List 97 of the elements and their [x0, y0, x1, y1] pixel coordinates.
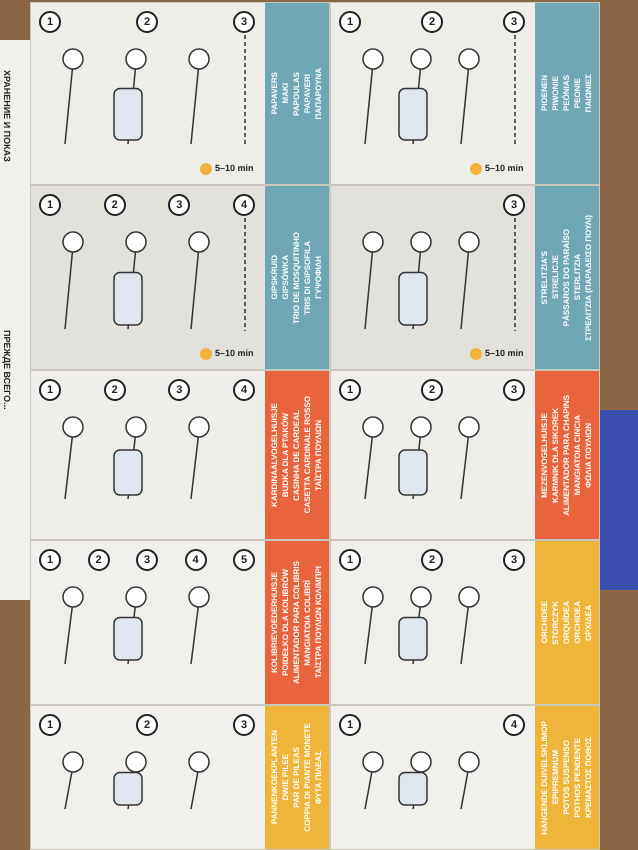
- plant-name: EPIPREMNUM: [551, 750, 561, 805]
- plant-name: ALIMENTADOR PARA CHAPINS: [562, 394, 572, 516]
- sheet-heading: ПРЕЖДЕ ВСЕГО...: [2, 330, 12, 410]
- step-number: 2: [421, 549, 443, 571]
- plant-name: ORCHIDEA: [573, 601, 583, 644]
- plant-name: STORCZYK: [551, 600, 561, 644]
- step-number: 3: [503, 11, 525, 33]
- plant-name: TRIO DE MOSQUITINHO: [292, 232, 302, 324]
- step-number: 5: [233, 549, 255, 571]
- step-number: 3: [168, 379, 190, 401]
- step-number: 2: [104, 194, 126, 216]
- instruction-panel: [30, 540, 330, 705]
- plant-name: TRIS DI GIPSOFILA: [303, 240, 313, 314]
- plant-name: PAR DE PILEAS: [292, 747, 302, 808]
- plant-name: PEONIE: [573, 78, 583, 109]
- plant-name: COPPIA DI PIANTE MONETE: [303, 723, 313, 832]
- plant-name: PANNENKOEKPLANTEN: [270, 730, 280, 825]
- instruction-panel: [30, 705, 330, 850]
- step-number: 2: [136, 11, 158, 33]
- plant-name: GIPSÓWKA: [281, 255, 291, 300]
- instruction-panel: [330, 705, 600, 850]
- plant-name: STRELITZIA'S: [540, 250, 550, 304]
- plant-name: KARMNIK DLA SIKOREK: [551, 408, 561, 502]
- plant-name: ΟΡΧΙΔΕΑ: [584, 604, 594, 640]
- plant-name: ΚΡΕΜΑΣΤΟΣ ΠΟΘΟΣ: [584, 737, 594, 818]
- step-number: 2: [421, 379, 443, 401]
- plant-name: ΣΤΡΕΛΙΤΖΙΑ (ΠΑΡΑΔΕΙΣΟ ΠΟΥΛΙ): [584, 214, 594, 340]
- step-number: 1: [339, 549, 361, 571]
- plant-name: HANGENDE DUIVELSKLIMOP: [540, 720, 550, 834]
- sheet-heading: ХРАНЕНИЕ И ПОКАЗ: [2, 70, 12, 162]
- plant-name: MAKI: [281, 83, 291, 104]
- plant-name: GIPSKRUID: [270, 255, 280, 300]
- plant-name: PEÓNIAS: [562, 75, 572, 112]
- plant-name: ΦΥΤΑ ΠΙΛΕΑΣ: [314, 750, 324, 804]
- step-number: 4: [233, 379, 255, 401]
- step-number: 1: [39, 379, 61, 401]
- step-number: 4: [184, 549, 206, 571]
- step-number: 4: [503, 714, 525, 736]
- plant-name: DWIE PILEE: [281, 754, 291, 801]
- instruction-panel: [330, 370, 600, 540]
- instruction-panel: [330, 540, 600, 705]
- plant-name: MEZENVOGELHUISJE: [540, 412, 550, 498]
- plant-name: POIDEŁKO DLA KOLIBRÓW: [281, 569, 291, 676]
- step-number: 3: [503, 549, 525, 571]
- time-label: 5–10 min: [485, 163, 524, 173]
- plant-name: MANGIATOIA CINCIA: [573, 414, 583, 496]
- step-number: 1: [39, 11, 61, 33]
- plant-name: ΠΑΠΑΡΟΥΝΑ: [314, 68, 324, 120]
- plant-name: PAPOULAS: [292, 72, 302, 116]
- plant-name: PÁSSAROS DO PARAÍSO: [562, 228, 572, 326]
- step-number: 1: [339, 11, 361, 33]
- time-label: 5–10 min: [215, 163, 254, 173]
- plant-name: ALIMENTADOR PARA COLIBRIS: [292, 561, 302, 684]
- instruction-panel: [30, 185, 330, 370]
- plant-name: CASETTA CARDINALE ROSSO: [303, 396, 313, 514]
- plant-name: KOLIBRIEVOEDERHUISJE: [270, 572, 280, 673]
- plant-name: STERLITZIA: [573, 254, 583, 301]
- step-number: 1: [39, 714, 61, 736]
- step-number: 3: [233, 714, 255, 736]
- step-number: 3: [503, 194, 525, 216]
- plant-name: ΤΑΪΣΤΡΑ ΠΟΥΛΙΩΝ: [314, 420, 324, 490]
- instruction-panel: [330, 2, 600, 185]
- plant-name: POTOS SUSPENSO: [562, 740, 572, 815]
- plant-name: POTHOS PENDENTE: [573, 738, 583, 818]
- plant-name: PAPAVERI: [303, 74, 313, 114]
- plant-name: CASINHA DE CARDEAL: [292, 410, 302, 500]
- plant-name: KARDINAALVOGELHUISJE: [270, 403, 280, 507]
- step-number: 1: [339, 714, 361, 736]
- step-number: 2: [88, 549, 110, 571]
- step-number: 2: [421, 11, 443, 33]
- step-number: 1: [39, 194, 61, 216]
- step-number: 3: [168, 194, 190, 216]
- plant-name: ΠΑΙΩΝΙΕΣ: [584, 74, 594, 113]
- plant-name: PIWONIE: [551, 76, 561, 111]
- plant-name: ORQUÍDEA: [562, 600, 572, 644]
- step-number: 3: [503, 379, 525, 401]
- plant-name: STRELICJE: [551, 255, 561, 300]
- step-number: 2: [104, 379, 126, 401]
- step-number: 2: [136, 714, 158, 736]
- plant-name: PIOENEN: [540, 75, 550, 112]
- plant-name: ΓΥΨΟΦΙΛΗ: [314, 256, 324, 299]
- plant-name: ΦΩΛΙΑ ΠΟΥΛΙΩΝ: [584, 422, 594, 488]
- plant-name: BUDKA DLA PTAKÓW: [281, 412, 291, 498]
- step-number: 1: [39, 549, 61, 571]
- plant-name: MANGIATOIA COLIBRÌ: [303, 580, 313, 666]
- step-number: 1: [339, 379, 361, 401]
- plant-name: PAPAVERS: [270, 72, 280, 115]
- instruction-panel: [30, 370, 330, 540]
- step-number: 4: [233, 194, 255, 216]
- instruction-panel: [30, 2, 330, 185]
- plant-name: ORCHIDEE: [540, 601, 550, 644]
- instruction-panel: [330, 185, 600, 370]
- plant-name: ΤΑΪΣΤΡΑ ΠΟΥΛΙΩΝ ΚΟΛΙΜΠΡΙ: [314, 566, 324, 679]
- step-number: 3: [136, 549, 158, 571]
- time-label: 5–10 min: [215, 348, 254, 358]
- step-number: 3: [233, 11, 255, 33]
- time-label: 5–10 min: [485, 348, 524, 358]
